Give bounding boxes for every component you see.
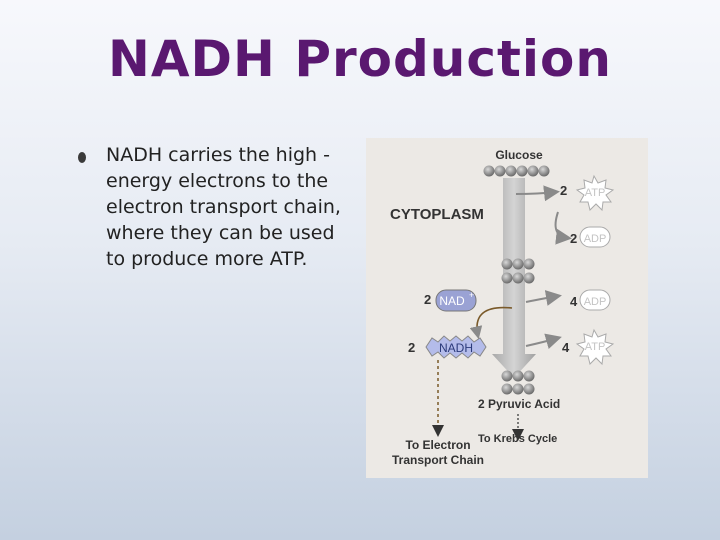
atp-out-arrow — [525, 333, 562, 349]
intermediate-molecule — [501, 258, 535, 284]
nad-label: NAD — [439, 294, 465, 308]
nadh-burst-icon — [425, 335, 487, 359]
krebs-label: To Krebs Cycle — [478, 433, 557, 445]
glycolysis-diagram: Glucose CYTOPLASM 2 ATP 2 ADP 2 NAD + 4 … — [390, 148, 615, 467]
adp-in-count: 4 — [570, 294, 578, 309]
glucose-label: Glucose — [495, 148, 543, 162]
nad-to-nadh-arrow — [469, 306, 513, 340]
adp-in-label: ADP — [584, 296, 607, 308]
adp-out-label: ADP — [584, 233, 607, 245]
adp-in-badge — [579, 289, 611, 311]
etc-label-line2: Transport Chain — [392, 453, 484, 467]
atp-out-label: ATP — [585, 341, 606, 353]
nadh-count: 2 — [408, 340, 415, 355]
nad-superscript: + — [469, 290, 474, 300]
adp-in-arrow — [525, 290, 562, 306]
atp-in-arrow — [515, 185, 560, 202]
nad-badge — [435, 289, 477, 312]
atp-out-burst-icon — [575, 328, 615, 366]
pyruvic-molecule — [501, 370, 535, 395]
cytoplasm-label: CYTOPLASM — [390, 206, 484, 223]
atp-burst-icon — [575, 174, 615, 212]
etc-label-line1: To Electron — [405, 438, 470, 452]
bullet-icon — [78, 152, 86, 163]
pyruvic-label: 2 Pyruvic Acid — [478, 397, 560, 411]
nadh-label: NADH — [439, 341, 473, 355]
adp-out-arrow — [554, 211, 572, 245]
atp-in-label: ATP — [585, 187, 606, 199]
bullet-text: NADH carries the high -energy electrons … — [106, 144, 341, 270]
adp-out-badge — [579, 226, 611, 248]
page-title: NADH Production — [108, 30, 612, 88]
nad-count: 2 — [424, 292, 431, 307]
atp-out-count: 4 — [562, 340, 570, 355]
glucose-molecule — [483, 165, 550, 177]
glycolysis-figure: Glucose CYTOPLASM 2 ATP 2 ADP 2 NAD + 4 … — [366, 138, 648, 478]
adp-out-count: 2 — [570, 231, 577, 246]
atp-in-count: 2 — [560, 183, 567, 198]
